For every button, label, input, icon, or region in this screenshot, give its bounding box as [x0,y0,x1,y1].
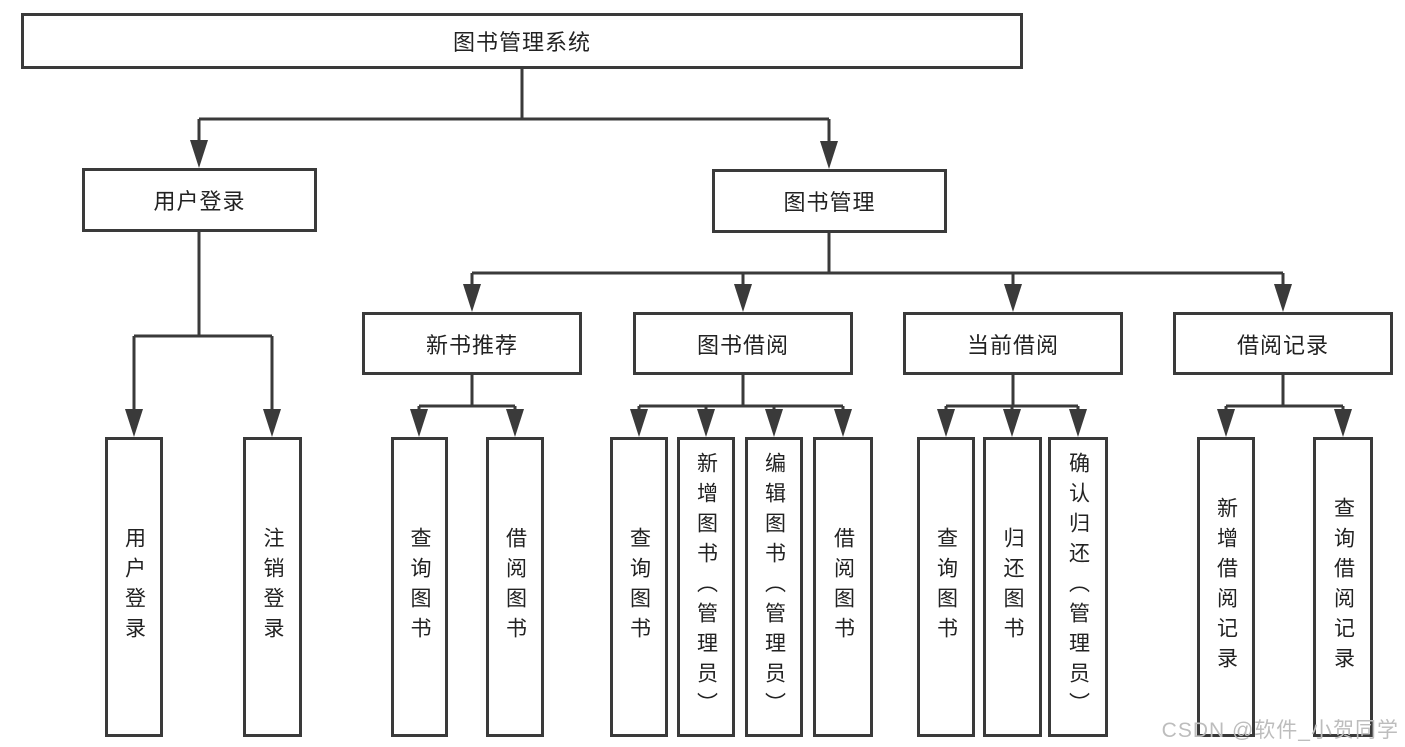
leaf-label: 注销登录 [261,527,284,647]
leaf-label: 查询图书 [934,527,958,647]
node-book-management-system: 图书管理系统 [21,13,1023,69]
node-book-borrow: 图书借阅 [633,312,853,375]
leaf-label: 查询图书 [408,527,431,647]
leaf-label: 确认归还（管理员） [1066,452,1090,722]
leaf-return-book: 归还图书 [983,437,1042,737]
leaf-borrow-books-recommend: 借阅图书 [486,437,544,737]
leaf-query-books-current: 查询图书 [917,437,975,737]
leaf-borrow-books: 借阅图书 [813,437,873,737]
node-user-login: 用户登录 [82,168,317,232]
leaf-add-book-admin: 新增图书（管理员） [677,437,735,737]
leaf-label: 借阅图书 [831,527,855,647]
leaf-label: 用户登录 [122,527,146,647]
leaf-user-login: 用户登录 [105,437,163,737]
leaf-query-books-borrow: 查询图书 [610,437,668,737]
leaf-label: 查询图书 [627,527,651,647]
node-current-borrow: 当前借阅 [903,312,1123,375]
watermark-text: CSDN @软件_小贺同学 [1161,719,1399,742]
connector-stems [132,69,1345,413]
leaf-label: 新增借阅记录 [1214,497,1238,677]
leaf-label: 借阅图书 [503,527,527,647]
node-book-management: 图书管理 [712,169,947,233]
leaf-logout: 注销登录 [243,437,302,737]
arrowheads [125,140,1352,437]
leaf-add-borrow-record: 新增借阅记录 [1197,437,1255,737]
leaf-label: 新增图书（管理员） [694,452,718,722]
node-borrow-records: 借阅记录 [1173,312,1393,375]
leaf-confirm-return-admin: 确认归还（管理员） [1048,437,1108,737]
node-new-book-recommend: 新书推荐 [362,312,582,375]
leaf-query-books-recommend: 查询图书 [391,437,448,737]
leaf-label: 归还图书 [1001,527,1024,647]
leaf-label: 查询借阅记录 [1331,497,1355,677]
leaf-label: 编辑图书（管理员） [762,452,786,722]
leaf-edit-book-admin: 编辑图书（管理员） [745,437,803,737]
leaf-query-borrow-record: 查询借阅记录 [1313,437,1373,737]
